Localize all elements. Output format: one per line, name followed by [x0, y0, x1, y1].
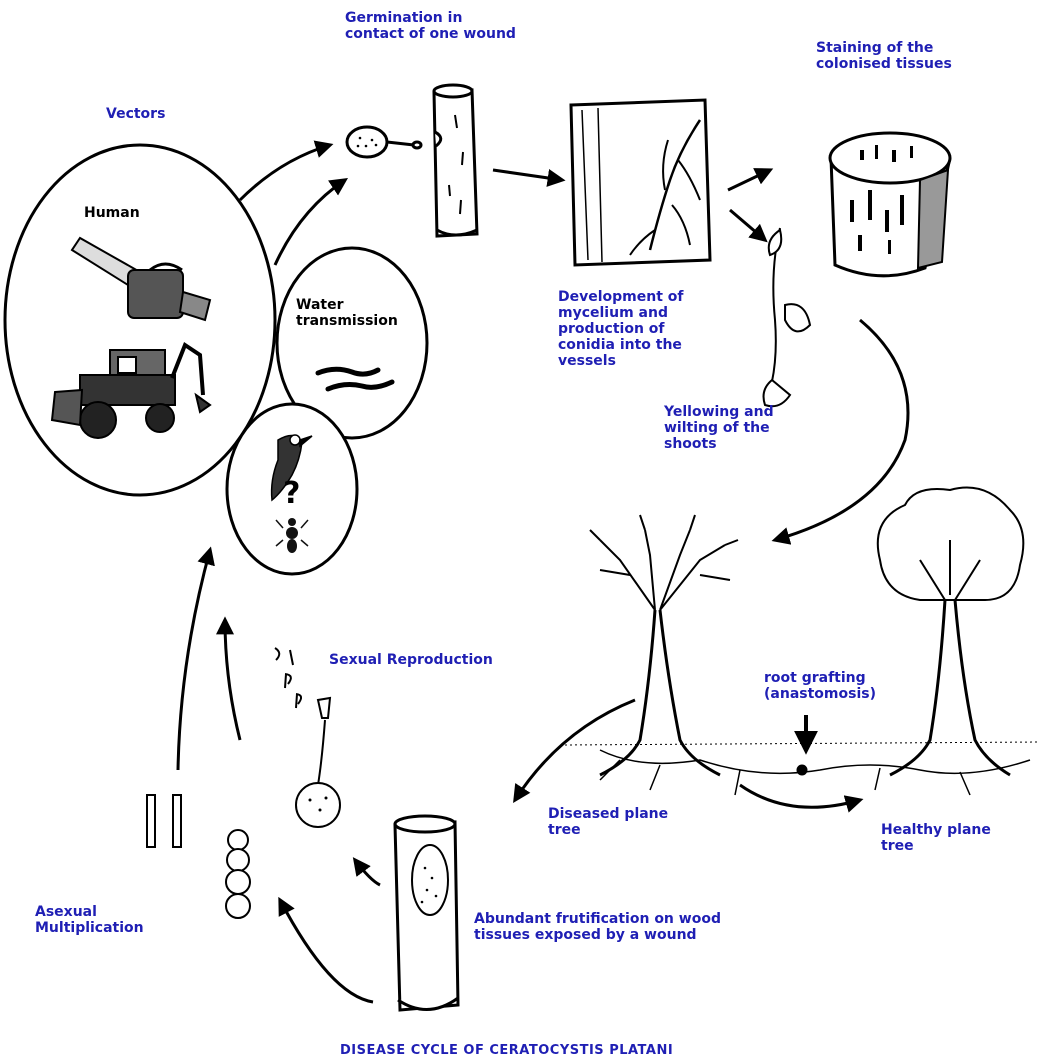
fruiting-log-icon [393, 814, 460, 1012]
cycle-arrows [176, 140, 910, 1004]
asexual-multiplication-label: Asexual Multiplication [35, 904, 144, 936]
insect-icon [275, 518, 309, 553]
ground-and-roots [564, 741, 1041, 796]
vectors-label: Vectors [106, 106, 166, 122]
wounded-log-icon [432, 83, 479, 238]
bird-icon [270, 434, 313, 502]
abundant-fructification-label: Abundant frutification on wood tissues e… [474, 911, 721, 943]
animal-vector-circle [225, 402, 359, 576]
perithecium-icon [295, 696, 341, 828]
diseased-tree-label: Diseased plane tree [548, 806, 669, 838]
development-label: Development of mycelium and production o… [558, 289, 684, 369]
staining-label: Staining of the colonised tissues [816, 40, 952, 72]
water-vector-circle [275, 246, 429, 440]
sexual-reproduction-label: Sexual Reproduction [329, 652, 493, 668]
healthy-tree-icon [876, 486, 1025, 777]
chainsaw-icon [70, 236, 212, 322]
diseased-tree-icon [589, 514, 739, 777]
germination-label: Germination in contact of one wound [345, 10, 516, 42]
spore-icon [345, 125, 423, 159]
water-wave-icon [315, 366, 395, 392]
root-grafting-label: root grafting (anastomosis) [764, 670, 876, 702]
human-vector-circle [3, 143, 277, 497]
backhoe-icon [50, 341, 212, 439]
conidia-icon [146, 794, 182, 848]
chlamydospores-icon [225, 829, 251, 919]
question-mark-label: ? [283, 476, 301, 511]
stained-trunk-icon [828, 131, 952, 278]
human-label: Human [84, 205, 140, 221]
diagram-title: DISEASE CYCLE OF CERATOCYSTIS PLATANI [340, 1043, 674, 1058]
ascospores-icon [274, 647, 302, 709]
yellowing-label: Yellowing and wilting of the shoots [664, 404, 774, 452]
vessel-mycelium-icon [569, 98, 712, 267]
healthy-tree-label: Healthy plane tree [881, 822, 991, 854]
wilting-shoot-icon [762, 227, 812, 408]
water-transmission-label: Water transmission [296, 297, 398, 329]
